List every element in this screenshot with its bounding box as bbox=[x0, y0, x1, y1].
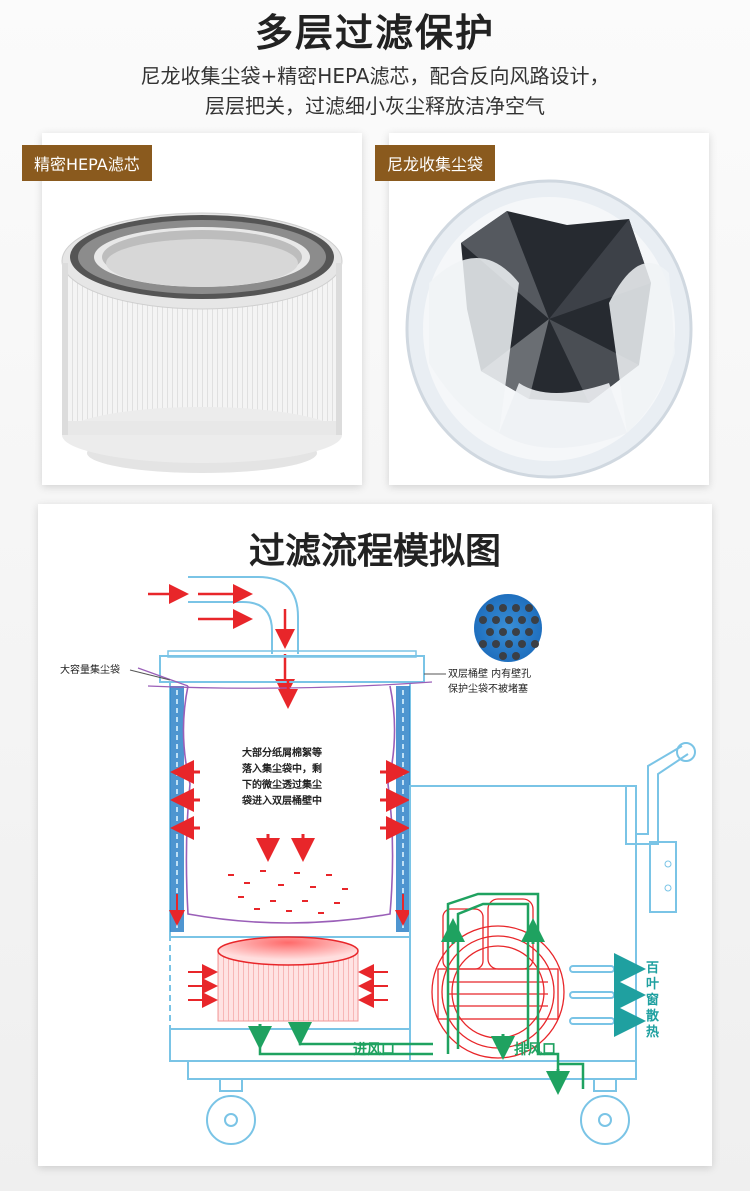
note-line-4: 袋进入双层桶壁中 bbox=[241, 794, 322, 807]
note-line-1: 大部分纸屑棉絮等 bbox=[242, 746, 322, 759]
dust-bag-card: 尼龙收集尘袋 bbox=[375, 133, 709, 485]
dust-bag-tag: 尼龙收集尘袋 bbox=[375, 145, 496, 181]
hepa-filter-photo-icon bbox=[61, 212, 343, 473]
wall-holes-dots bbox=[479, 604, 539, 660]
dust-particles bbox=[228, 870, 348, 914]
nylon-dust-bag-photo-icon bbox=[405, 179, 693, 479]
louver-vents bbox=[569, 965, 615, 1025]
vent-label-2: 叶 bbox=[646, 977, 659, 992]
note-line-3: 下的微尘透过集尘 bbox=[242, 778, 322, 791]
hepa-in-diagram bbox=[217, 936, 359, 1022]
vent-label-3: 窗 bbox=[646, 992, 659, 1008]
diagram-title: 过滤流程模拟图 bbox=[248, 531, 501, 572]
wall-arrows-right bbox=[380, 760, 410, 840]
vent-label-1: 百 bbox=[646, 961, 659, 976]
filtration-diagram: 大容量集尘袋 双层桶壁 内有壁孔 保护尘袋不被堵塞 大部分纸屑棉絮等 落入集尘袋… bbox=[60, 576, 696, 1145]
clean-air-arrows bbox=[248, 918, 570, 1095]
diagram-card: 过滤流程模拟图 bbox=[38, 504, 712, 1166]
hepa-filter-card: 精密HEPA滤芯 bbox=[22, 133, 362, 485]
subtitle-line-1: 尼龙收集尘袋+精密HEPA滤芯，配合反向风路设计， bbox=[140, 64, 610, 88]
front-wheel-icon bbox=[206, 1078, 256, 1145]
vent-arrows bbox=[614, 953, 646, 1037]
subtitle-line-2: 层层把关，过滤细小灰尘释放洁净空气 bbox=[205, 94, 545, 118]
double-wall-label-1: 双层桶壁 内有壁孔 bbox=[448, 667, 531, 680]
motor-icon bbox=[431, 898, 565, 1059]
machine-body bbox=[409, 785, 637, 1062]
rear-wheel-icon bbox=[580, 1078, 630, 1145]
inlet-pipe bbox=[188, 576, 299, 654]
outlet-label: 排风口 bbox=[514, 1041, 556, 1058]
wall-arrows-left bbox=[170, 760, 200, 840]
tank-body bbox=[169, 681, 411, 938]
big-bag-label: 大容量集尘袋 bbox=[60, 663, 120, 676]
hepa-filter-tag: 精密HEPA滤芯 bbox=[22, 145, 152, 181]
double-wall-label-2: 保护尘袋不被堵塞 bbox=[448, 682, 528, 695]
inlet-label: 进风口 bbox=[353, 1042, 395, 1058]
vent-label-5: 热 bbox=[646, 1024, 659, 1040]
note-line-2: 落入集尘袋中，剩 bbox=[242, 762, 322, 775]
page-title: 多层过滤保护 bbox=[254, 11, 495, 55]
machine-handle bbox=[625, 753, 689, 845]
tank-lid bbox=[159, 655, 425, 683]
wall-holes-icon bbox=[474, 594, 542, 662]
vent-label-4: 散 bbox=[646, 1008, 660, 1024]
filter-arrows bbox=[188, 964, 388, 1008]
